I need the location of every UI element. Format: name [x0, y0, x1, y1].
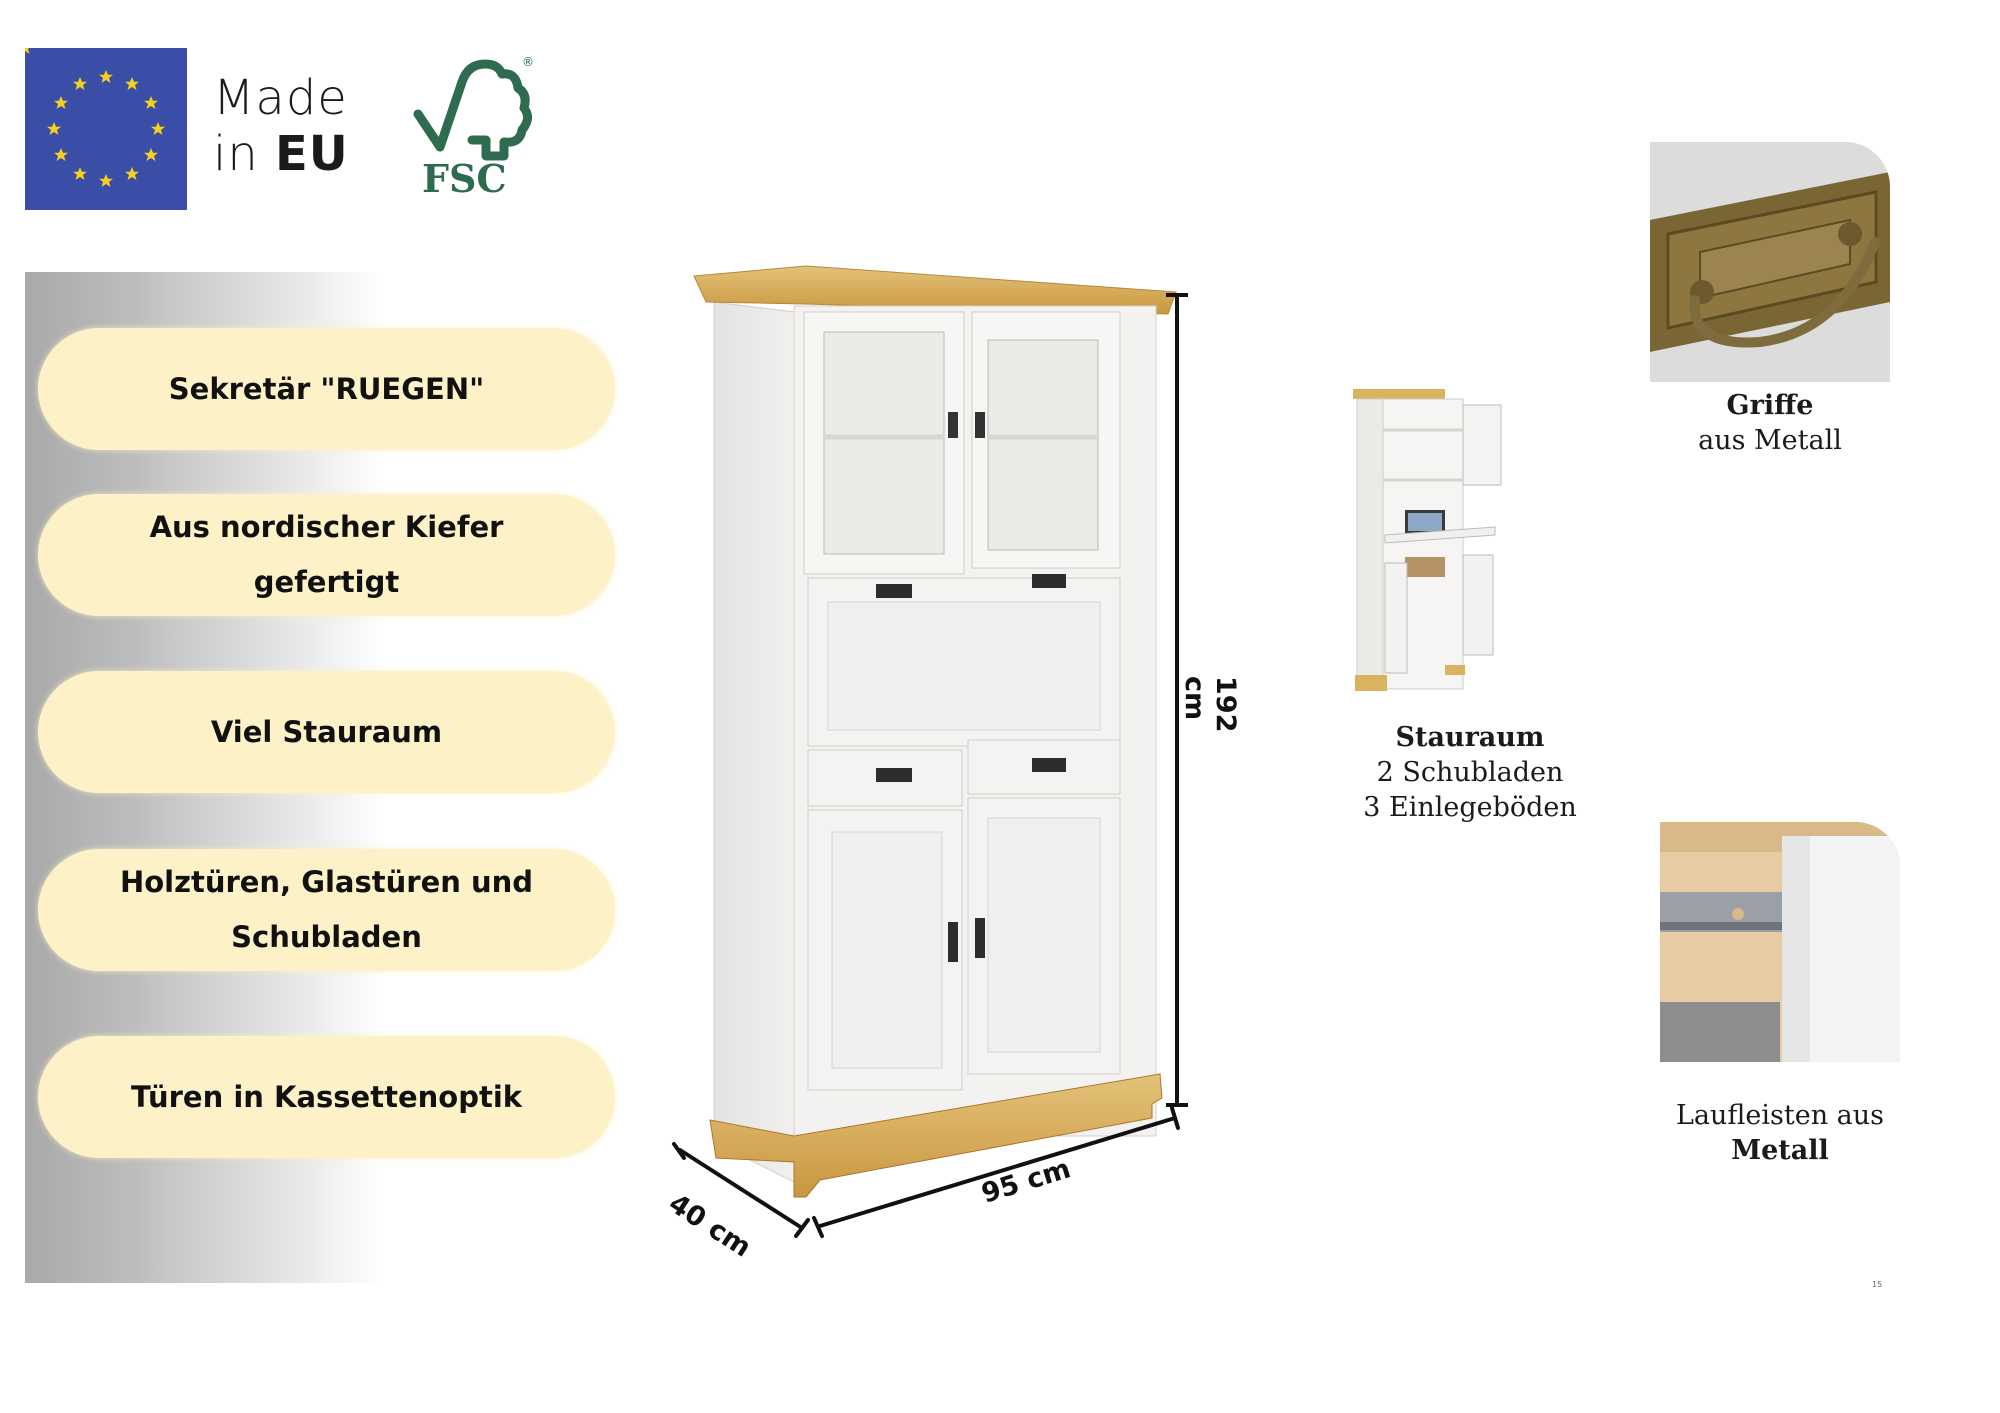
feature-pill-material: Aus nordischer Kiefer gefertigt	[38, 494, 615, 616]
feature-label: Türen in Kassettenoptik	[130, 1079, 523, 1114]
height-dimension-tick-bottom	[1166, 1103, 1188, 1107]
rails-line: Laufleisten aus	[1675, 1100, 1885, 1131]
rails-title: Metall	[1731, 1135, 1829, 1166]
fsc-logo: FSC ®	[410, 52, 540, 202]
svg-text:®: ®	[522, 55, 534, 69]
feature-label: Holztüren, Glastüren und Schubladen	[119, 865, 534, 954]
handles-title: Griffe	[1726, 390, 1814, 421]
made-in-line1: Made	[213, 70, 348, 126]
svg-text:FSC: FSC	[422, 156, 507, 201]
feature-pill-storage: Viel Stauraum	[38, 671, 615, 793]
product-image-secretary	[686, 262, 1178, 1202]
feature-pill-cassette-doors: Türen in Kassettenoptik	[38, 1036, 615, 1158]
height-dimension-tick-top	[1166, 293, 1188, 297]
made-in-eu-bold: EU	[275, 126, 349, 182]
feature-pill-doors-drawers: Holztüren, Glastüren und Schubladen	[38, 849, 615, 971]
feature-label: Sekretär "RUEGEN"	[168, 371, 485, 406]
height-dimension-label: 192 cm	[1179, 676, 1241, 733]
storage-line-drawers: 2 Schubladen	[1376, 757, 1564, 788]
feature-label: Viel Stauraum	[210, 714, 443, 749]
storage-line-shelves: 3 Einlegeböden	[1363, 792, 1577, 823]
handles-caption: Griffe aus Metall	[1640, 388, 1900, 458]
width-depth-dimension-lines	[660, 1100, 1200, 1260]
made-in-eu-label: Made in EU	[213, 70, 349, 182]
detail-image-metal-rail	[1660, 822, 1900, 1062]
fsc-tree-check-icon: FSC ®	[413, 55, 534, 201]
feature-label: Aus nordischer Kiefer gefertigt	[149, 510, 504, 599]
storage-caption: Stauraum 2 Schubladen 3 Einlegeböden	[1340, 720, 1600, 825]
handles-subtitle: aus Metall	[1698, 425, 1842, 456]
height-dimension-line	[1175, 295, 1179, 1105]
storage-title: Stauraum	[1395, 722, 1545, 753]
detail-image-metal-handle	[1650, 142, 1890, 382]
eu-flag-icon	[25, 48, 187, 210]
detail-image-open-secretary	[1345, 385, 1545, 705]
feature-pill-product-name: Sekretär "RUEGEN"	[38, 328, 615, 450]
made-in-prefix: in	[213, 126, 276, 182]
page-number: 15	[1872, 1280, 1883, 1289]
made-in-line2: in EU	[213, 126, 349, 182]
rails-caption: Laufleisten aus Metall	[1640, 1098, 1920, 1168]
